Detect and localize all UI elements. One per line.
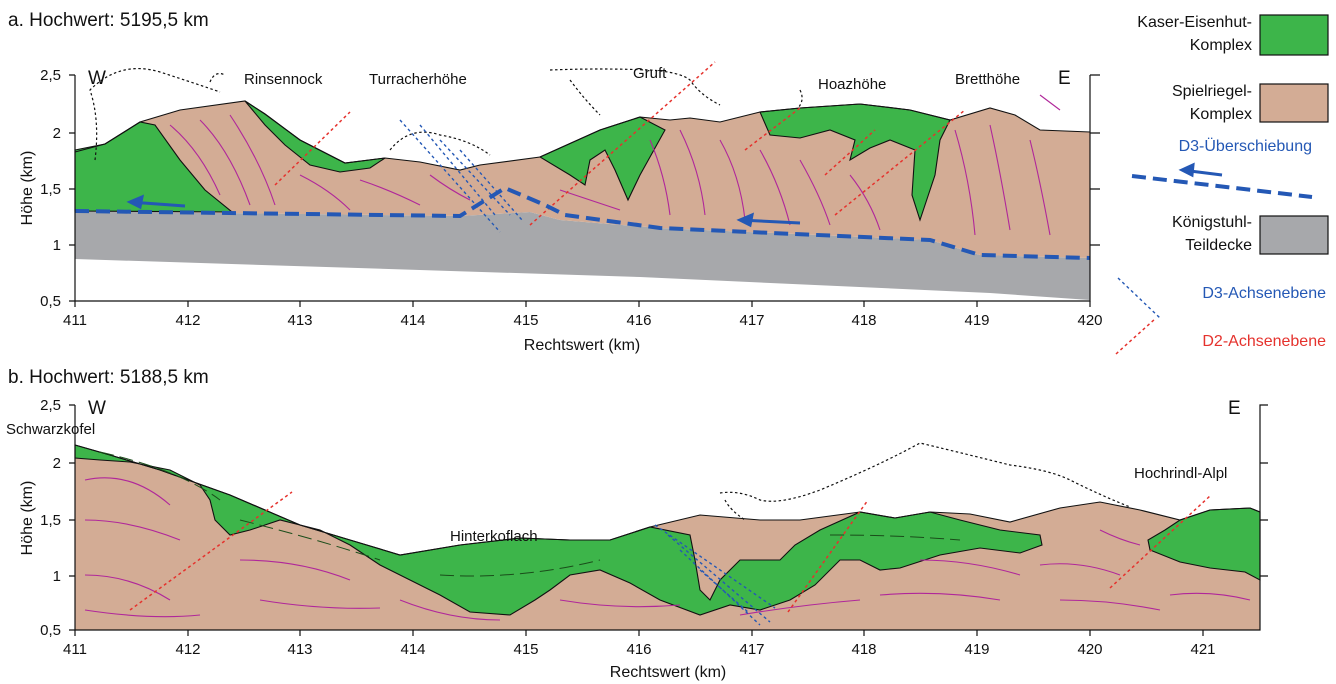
section-a-thrust-arrow-west bbox=[126, 194, 186, 210]
legend-d3-thrust-label: D3-Überschiebung bbox=[1179, 137, 1312, 155]
section-b-xtick: 417 bbox=[739, 641, 764, 658]
section-a-y-axis-label: Höhe (km) bbox=[19, 151, 36, 226]
section-a-d2-axial-traces bbox=[274, 61, 966, 226]
section-a-ytick: 1 bbox=[53, 237, 61, 254]
section-a-x-axis-label: Rechtswert (km) bbox=[524, 337, 640, 354]
section-b-projected-topography bbox=[719, 442, 1131, 521]
section-b-title: b. Hochwert: 5188,5 km bbox=[8, 367, 209, 388]
legend: Kaser-Eisenhut- Komplex Spielriegel- Kom… bbox=[1115, 14, 1329, 355]
legend-d3-thrust-symbol bbox=[1131, 174, 1313, 199]
legend-spiel-line1: Spielriegel- bbox=[1172, 83, 1252, 100]
section-a-y-ticks-left bbox=[69, 74, 1100, 302]
section-b-xtick: 412 bbox=[175, 641, 200, 658]
section-b-y-axis-label: Höhe (km) bbox=[19, 481, 36, 556]
section-a-east-label: E bbox=[1058, 68, 1071, 89]
place-label-turracherhoehe: Turracherhöhe bbox=[369, 71, 467, 88]
section-a-xtick: 412 bbox=[175, 312, 200, 329]
place-label-rinsennock: Rinsennock bbox=[244, 71, 323, 88]
section-a-d3-thrust bbox=[74, 185, 1091, 260]
section-a-xtick: 417 bbox=[739, 312, 764, 329]
section-b-ytick: 0,5 bbox=[40, 622, 61, 639]
section-a-xtick: 414 bbox=[400, 312, 425, 329]
section-a-foliation-traces bbox=[169, 94, 1061, 236]
legend-d2-axis-symbol bbox=[1115, 317, 1157, 355]
legend-kaser-swatch bbox=[1259, 14, 1329, 56]
section-a-ytick: 2,5 bbox=[40, 67, 61, 84]
place-label-schwarzkofel: Schwarzkofel bbox=[6, 421, 95, 438]
section-a-ytick: 1,5 bbox=[40, 181, 61, 198]
legend-d3-axis-symbol bbox=[1117, 277, 1161, 319]
section-a-ytick: 2 bbox=[53, 125, 61, 142]
section-b-axes bbox=[74, 404, 1268, 631]
section-b-xtick: 421 bbox=[1190, 641, 1215, 658]
legend-d3-thrust-arrow bbox=[1178, 162, 1223, 178]
section-b-west-label: W bbox=[88, 398, 106, 419]
place-label-hochrindl-alpl: Hochrindl-Alpl bbox=[1134, 465, 1227, 482]
section-b-xtick: 418 bbox=[851, 641, 876, 658]
place-label-hoazhoehe: Hoazhöhe bbox=[818, 76, 886, 93]
legend-koenig-line2: Teildecke bbox=[1185, 237, 1252, 254]
legend-d2-axis-label: D2-Achsenebene bbox=[1202, 333, 1326, 350]
section-a-xtick: 418 bbox=[851, 312, 876, 329]
legend-kaser-line2: Komplex bbox=[1190, 37, 1252, 54]
section-b-d3-axial-traces bbox=[654, 524, 776, 626]
section-a-x-ticks bbox=[74, 301, 1091, 307]
legend-d3-axis-label: D3-Achsenebene bbox=[1202, 285, 1326, 302]
section-a-koenigstuhl-unit bbox=[75, 211, 1090, 300]
place-label-bretthoehe: Bretthöhe bbox=[955, 71, 1020, 88]
section-a-west-label: W bbox=[88, 68, 106, 89]
section-b-y-ticks bbox=[69, 404, 1268, 631]
section-b-xtick: 419 bbox=[964, 641, 989, 658]
section-a-xtick: 419 bbox=[964, 312, 989, 329]
legend-spiel-line2: Komplex bbox=[1190, 106, 1252, 123]
section-b-xtick: 420 bbox=[1077, 641, 1102, 658]
section-a-title: a. Hochwert: 5195,5 km bbox=[8, 10, 209, 31]
section-b-xtick: 415 bbox=[513, 641, 538, 658]
section-a-thrust-arrow-east bbox=[736, 212, 801, 228]
section-a-xtick: 413 bbox=[287, 312, 312, 329]
section-b-x-ticks bbox=[74, 630, 1204, 636]
place-label-hinterkoflach: Hinterkoflach bbox=[450, 528, 538, 545]
section-a-xtick: 415 bbox=[513, 312, 538, 329]
section-b-ytick: 2 bbox=[53, 455, 61, 472]
section-a-axes bbox=[74, 74, 1100, 302]
section-b-topography-line bbox=[74, 444, 1261, 556]
section-b-xtick: 414 bbox=[400, 641, 425, 658]
legend-kaser-line1: Kaser-Eisenhut- bbox=[1137, 14, 1252, 31]
section-a-xtick: 420 bbox=[1077, 312, 1102, 329]
section-b-xtick: 416 bbox=[626, 641, 651, 658]
section-b-xtick: 411 bbox=[63, 641, 87, 658]
legend-koenig-line1: Königstuhl- bbox=[1172, 214, 1252, 231]
section-a-xtick: 416 bbox=[626, 312, 651, 329]
section-b-ytick: 1,5 bbox=[40, 512, 61, 529]
section-b-xtick: 413 bbox=[287, 641, 312, 658]
section-b-ytick: 1 bbox=[53, 568, 61, 585]
section-b-d2-axial-traces bbox=[129, 491, 1211, 613]
section-b-x-axis-label: Rechtswert (km) bbox=[610, 664, 726, 681]
section-b-ytick: 2,5 bbox=[40, 397, 61, 414]
section-b-kaser-foliation bbox=[99, 451, 961, 577]
legend-koenig-swatch bbox=[1259, 215, 1329, 255]
section-b-east-label: E bbox=[1228, 398, 1241, 419]
place-label-gruft: Gruft bbox=[633, 65, 667, 82]
section-a-projected-topography bbox=[89, 68, 803, 161]
section-b-foliation-traces bbox=[84, 477, 1251, 621]
section-a-topography-line bbox=[74, 100, 1091, 171]
section-a-ytick: 0,5 bbox=[40, 293, 61, 310]
legend-spiel-swatch bbox=[1259, 83, 1329, 123]
section-a-xtick: 411 bbox=[63, 312, 87, 329]
